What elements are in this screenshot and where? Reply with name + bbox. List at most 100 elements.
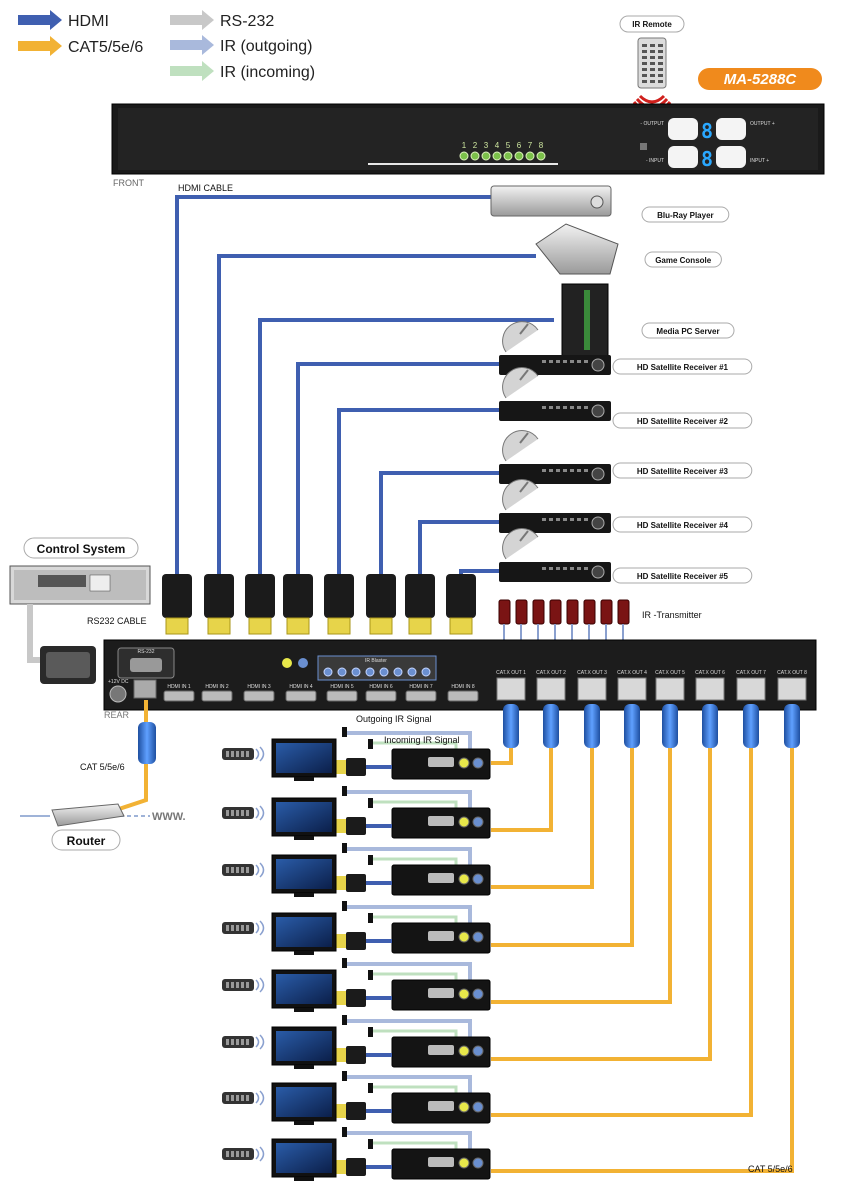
legend-arrow-icon — [170, 61, 214, 81]
ir-blaster-label: IR Blaster — [365, 658, 387, 664]
hdmi-connector-icon — [324, 574, 354, 618]
satellite-dish-icon — [502, 479, 539, 511]
rs232-cable-label: RS232 CABLE — [87, 616, 147, 626]
receiver-zone — [222, 704, 800, 1181]
hdmi-connector-icon — [366, 574, 396, 618]
rs232-port-label: RS-232 — [138, 649, 155, 655]
receiver-zone — [222, 704, 519, 781]
cat-output-label: CAT.X OUT 3 — [577, 670, 607, 676]
channel-number: 3 — [484, 141, 489, 150]
cat-cable — [491, 744, 594, 889]
cat-cable — [491, 744, 753, 1117]
ir-transmitter-icon — [583, 599, 596, 625]
channel-number: 1 — [462, 141, 467, 150]
channel-led-icon — [459, 151, 469, 161]
channel-number: 4 — [495, 141, 500, 150]
ir-incoming-line — [372, 915, 458, 923]
cat-output-port — [617, 677, 647, 701]
front-label: FRONT — [113, 178, 144, 188]
channel-number: 8 — [539, 141, 544, 150]
source-device-label: Blu-Ray Player — [657, 211, 713, 220]
ir-transmitter-icon — [617, 599, 630, 625]
hdmi-input-label: HDMI IN 3 — [247, 684, 271, 690]
cat-label-bottom: CAT 5/5e/6 — [748, 1164, 793, 1174]
hdmi-input-label: HDMI IN 6 — [369, 684, 393, 690]
source-device-label: HD Satellite Receiver #4 — [637, 521, 729, 530]
cat-output-port — [777, 677, 807, 701]
hdmi-input-label: HDMI IN 1 — [167, 684, 191, 690]
channel-led-icon — [525, 151, 535, 161]
channel-number: 7 — [528, 141, 533, 150]
cat-cable — [491, 744, 794, 1173]
ir-transmitter-icon — [549, 599, 562, 625]
ir-outgoing-line — [346, 962, 472, 980]
hdmi-input-label: HDMI IN 2 — [205, 684, 229, 690]
satellite-receiver-icon — [499, 401, 611, 421]
hdmi-cables — [162, 195, 554, 635]
power-label: +12V DC — [108, 679, 129, 685]
router-link: CAT 5/5e/6 WWW. Router — [20, 700, 186, 851]
legend-label: HDMI — [68, 13, 109, 30]
cat-output-label: CAT.X OUT 5 — [655, 670, 685, 676]
ir-incoming-line — [372, 857, 458, 865]
ir-outgoing-line — [346, 1131, 472, 1149]
cat-connector-icon — [662, 704, 678, 748]
legend-item: IR (incoming) — [170, 61, 315, 81]
hdmi-cable — [418, 520, 499, 586]
control-system-label: Control System — [37, 542, 126, 556]
cat-output-label: CAT.X OUT 7 — [736, 670, 766, 676]
satellite-dish-icon — [502, 528, 539, 560]
ir-blaster-jack — [351, 667, 361, 677]
output-plus-button[interactable] — [716, 118, 746, 140]
channel-led-icon — [470, 151, 480, 161]
ir-blaster-jack — [393, 667, 403, 677]
channel-led-icon — [514, 151, 524, 161]
ir-outgoing-line — [346, 1019, 472, 1037]
ir-transmitter-icon — [566, 599, 579, 625]
output-digit: 8 — [701, 119, 713, 143]
ir-incoming-line — [372, 800, 458, 808]
legend-item: RS-232 — [170, 10, 274, 30]
hdmi-cable — [379, 471, 499, 586]
receiver-zone — [222, 704, 640, 955]
cat-cable — [491, 744, 712, 1061]
cat-cable — [491, 744, 672, 1004]
ir-transmitters — [436, 599, 630, 673]
hdmi-input-label: HDMI IN 7 — [409, 684, 433, 690]
ir-incoming-line — [372, 741, 458, 749]
source-device: HD Satellite Receiver #5 — [499, 528, 753, 584]
satellite-dish-icon — [502, 430, 539, 462]
satellite-receiver-icon — [499, 562, 611, 582]
hdmi-input-label: HDMI IN 5 — [330, 684, 354, 690]
channel-led-icon — [536, 151, 546, 161]
legend-item: CAT5/5e/6 — [18, 36, 143, 56]
source-device-label: HD Satellite Receiver #5 — [637, 572, 729, 581]
source-device-label: HD Satellite Receiver #3 — [637, 467, 729, 476]
channel-led-icon — [481, 151, 491, 161]
channel-led-icon — [492, 151, 502, 161]
cat-output-port — [655, 677, 685, 701]
output-minus-button[interactable] — [668, 118, 698, 140]
www-label: WWW. — [152, 811, 186, 823]
hdmi-input-port — [326, 690, 358, 702]
cat-label-top: CAT 5/5e/6 — [80, 762, 125, 772]
legend-label: IR (incoming) — [220, 64, 315, 81]
cat-cable — [491, 744, 513, 765]
hdmi-cable — [175, 195, 491, 586]
input-minus-button[interactable] — [668, 146, 698, 168]
hdmi-input-port — [163, 690, 195, 702]
input-plus-label: INPUT + — [750, 158, 769, 164]
ir-outgoing-line — [346, 905, 472, 923]
hdmi-cable — [337, 408, 499, 586]
legend-label: RS-232 — [220, 13, 274, 30]
cat-output-label: CAT.X OUT 2 — [536, 670, 566, 676]
output-minus-label: - OUTPUT — [640, 121, 664, 127]
cat-connector-icon — [784, 704, 800, 748]
source-device: HD Satellite Receiver #3 — [499, 430, 753, 484]
ir-transmitter-icon — [532, 599, 545, 625]
cat-cable — [491, 744, 634, 947]
rear-label: REAR — [104, 710, 130, 720]
input-plus-button[interactable] — [716, 146, 746, 168]
